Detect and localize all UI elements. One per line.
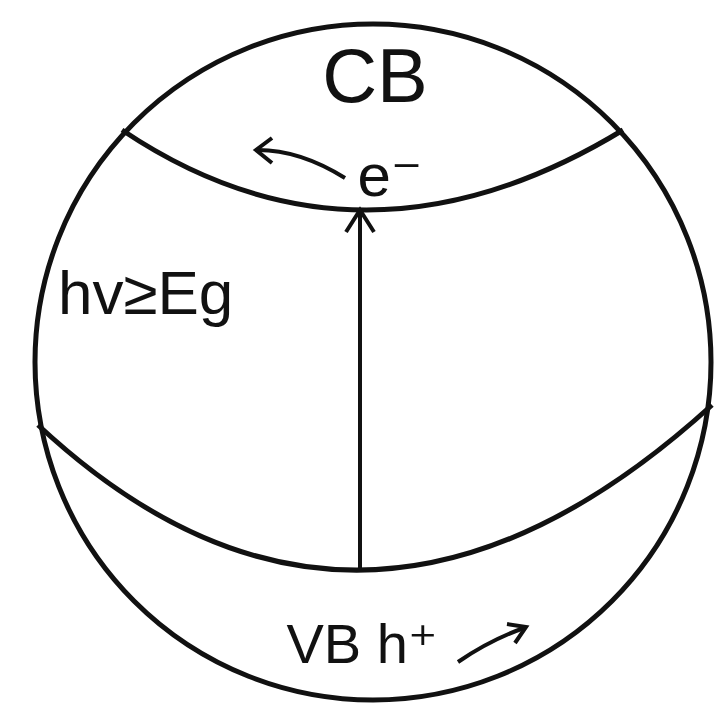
photon-energy-label: hv≥Eg <box>58 262 233 324</box>
band-label: VB h⁺ <box>287 616 438 672</box>
band-label: CB <box>322 38 428 114</box>
hole-arrowhead <box>507 624 526 643</box>
valence-band-region: VB h⁺ <box>40 570 710 700</box>
connector-part <box>358 210 362 570</box>
electron-arrowhead <box>256 138 272 163</box>
arrowhead <box>346 210 374 232</box>
valence-band-edge <box>38 405 712 570</box>
hole-motion-arrow <box>458 628 524 662</box>
excitation-arrow <box>346 210 374 570</box>
conduction-band-edge <box>122 130 623 210</box>
conduction-band-region: CB e⁻ <box>122 20 623 210</box>
particle-outline <box>35 24 711 700</box>
electron-label: e⁻ <box>357 146 422 206</box>
